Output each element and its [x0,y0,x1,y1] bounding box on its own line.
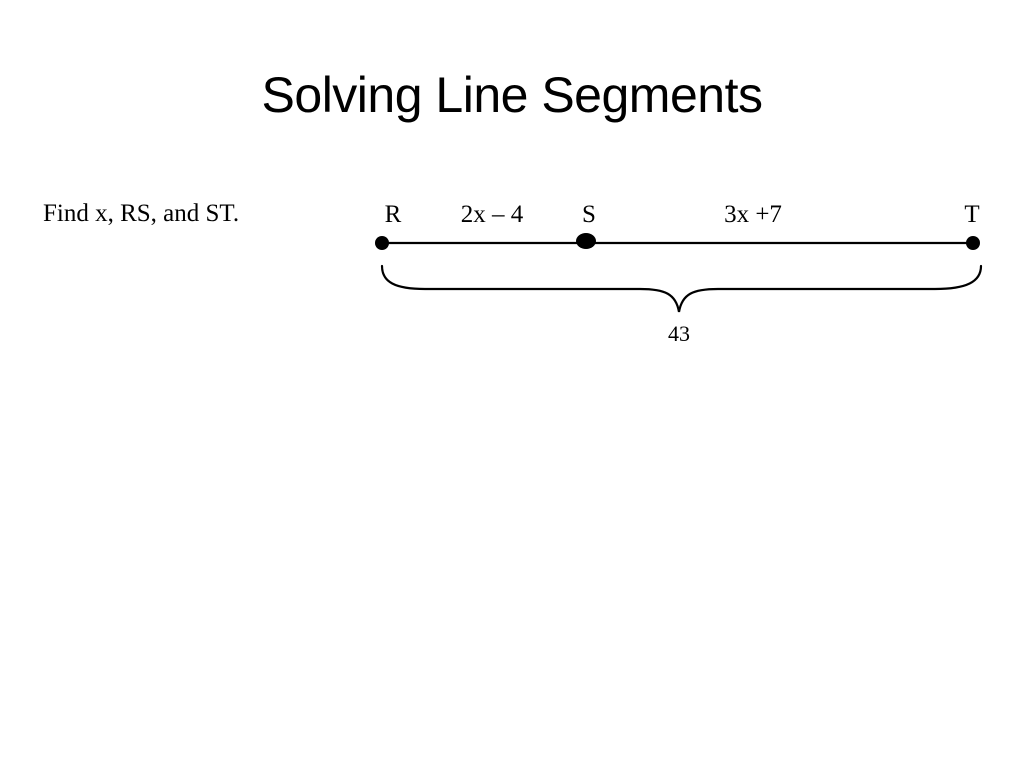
problem-prompt: Find x, RS, and ST. [43,200,240,227]
point-t-label: T [964,201,979,228]
segment-st-label: 3x +7 [724,201,782,228]
segment-rs-label: 2x – 4 [461,201,524,228]
slide-title: Solving Line Segments [261,67,763,123]
point-t-dot [966,236,980,250]
total-length-label: 43 [668,321,690,346]
point-s-label: S [582,201,596,228]
point-s-dot [576,233,596,249]
point-r-label: R [385,201,402,228]
point-r-dot [375,236,389,250]
total-length-brace [380,264,983,313]
